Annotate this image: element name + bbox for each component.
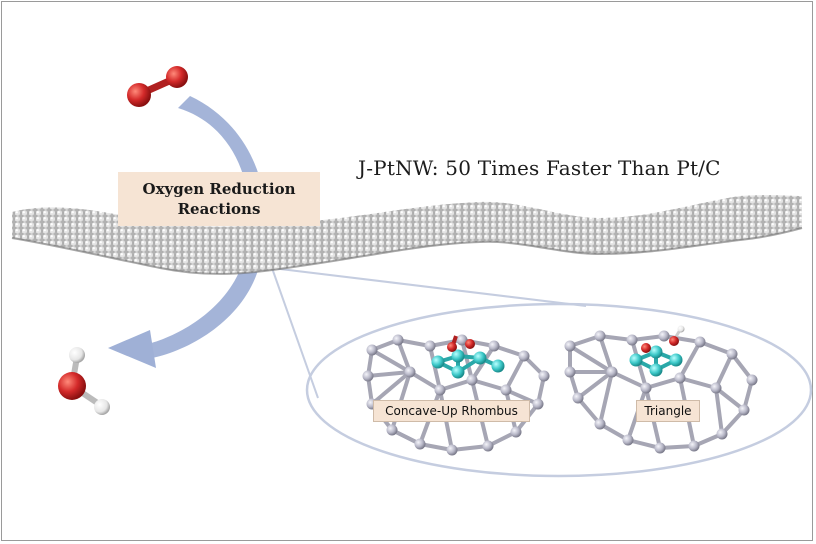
structure-label-triangle: Triangle	[636, 400, 700, 422]
headline: J-PtNW: 50 Times Faster Than Pt/C	[358, 156, 721, 180]
zoom-guide-lines	[271, 267, 587, 399]
cluster-triangle	[564, 325, 758, 454]
reaction-label-line2: Reactions	[177, 200, 261, 218]
platinum-nanowire	[11, 195, 803, 275]
structure-label-rhombus: Concave-Up Rhombus	[373, 400, 530, 422]
reaction-arrow	[108, 96, 267, 368]
reaction-label: Oxygen Reduction Reactions	[118, 172, 320, 226]
cluster-rhombus	[362, 334, 550, 456]
reaction-label-line1: Oxygen Reduction	[142, 180, 296, 198]
zoom-ellipse	[305, 302, 813, 478]
water-molecule	[58, 347, 110, 415]
oxygen-molecule	[127, 66, 188, 107]
